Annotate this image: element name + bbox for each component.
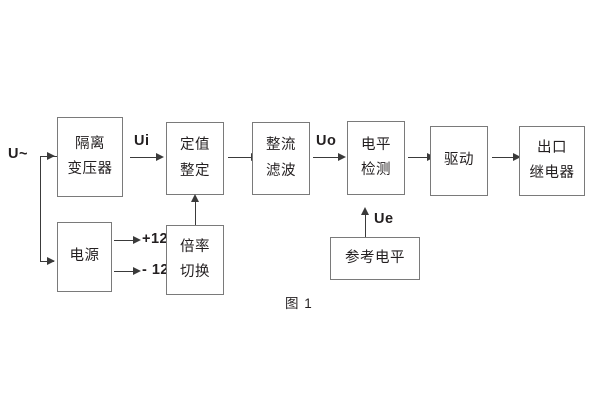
- arrow-drive-to-output-relay: [513, 152, 521, 161]
- block-output-relay-line2: 继电器: [529, 165, 575, 181]
- block-output-relay-line1: 出口: [537, 139, 567, 156]
- block-level-detect-line1: 电平: [361, 136, 391, 153]
- block-level-detect-line2: 检测: [361, 162, 391, 178]
- line-isolation-to-setting: [130, 157, 158, 158]
- block-drive[interactable]: 驱动: [430, 126, 488, 196]
- arrow-to-power-supply: [47, 256, 55, 265]
- block-rectify-filter[interactable]: 整流 滤波: [252, 122, 310, 195]
- block-setting-value[interactable]: 定值 整定: [166, 122, 224, 195]
- line-multiplier-to-setting: [195, 197, 196, 225]
- line-rectify-to-level-detect: [313, 157, 340, 158]
- block-level-detect[interactable]: 电平 检测: [347, 121, 405, 195]
- arrow-reference-to-level-detect: [360, 207, 369, 215]
- block-isolation-transformer-line2: 变压器: [67, 161, 113, 177]
- block-multiplier-switch-line2: 切换: [180, 264, 210, 280]
- line-supply-positive: [114, 240, 136, 241]
- arrow-supply-positive: [133, 235, 141, 244]
- arrow-supply-negative: [133, 266, 141, 275]
- line-setting-to-rectify: [228, 157, 253, 158]
- block-rectify-filter-line1: 整流: [266, 137, 296, 154]
- signal-ui-label: Ui: [134, 133, 150, 149]
- block-setting-value-line2: 整定: [180, 162, 210, 179]
- line-supply-negative: [114, 271, 136, 272]
- arrow-rectify-to-level-detect: [338, 152, 346, 161]
- arrow-to-isolation-transformer: [47, 151, 55, 160]
- block-power-supply[interactable]: 电源: [57, 222, 112, 292]
- block-reference-level-line1: 参考电平: [345, 249, 405, 266]
- line-level-detect-to-drive: [408, 157, 430, 158]
- line-reference-to-level-detect: [365, 211, 366, 237]
- block-multiplier-switch[interactable]: 倍率 切换: [166, 225, 224, 295]
- figure-caption: 图 1: [285, 296, 313, 311]
- signal-ue-label: Ue: [374, 211, 394, 227]
- block-reference-level[interactable]: 参考电平: [330, 237, 420, 280]
- signal-uo-label: Uo: [316, 133, 337, 149]
- input-bus-vertical: [40, 156, 41, 261]
- block-multiplier-switch-line1: 倍率: [180, 238, 210, 255]
- block-isolation-transformer[interactable]: 隔离 变压器: [57, 117, 123, 197]
- block-rectify-filter-line2: 滤波: [266, 162, 296, 179]
- arrow-multiplier-to-setting: [190, 194, 199, 202]
- block-drive-line1: 驱动: [444, 152, 474, 169]
- block-output-relay[interactable]: 出口 继电器: [519, 126, 585, 196]
- arrow-isolation-to-setting: [156, 152, 164, 161]
- block-setting-value-line1: 定值: [180, 137, 210, 154]
- block-isolation-transformer-line1: 隔离: [75, 135, 105, 152]
- input-source-label: U~: [8, 146, 28, 162]
- block-power-supply-line1: 电源: [69, 248, 100, 265]
- line-drive-to-output-relay: [492, 157, 516, 158]
